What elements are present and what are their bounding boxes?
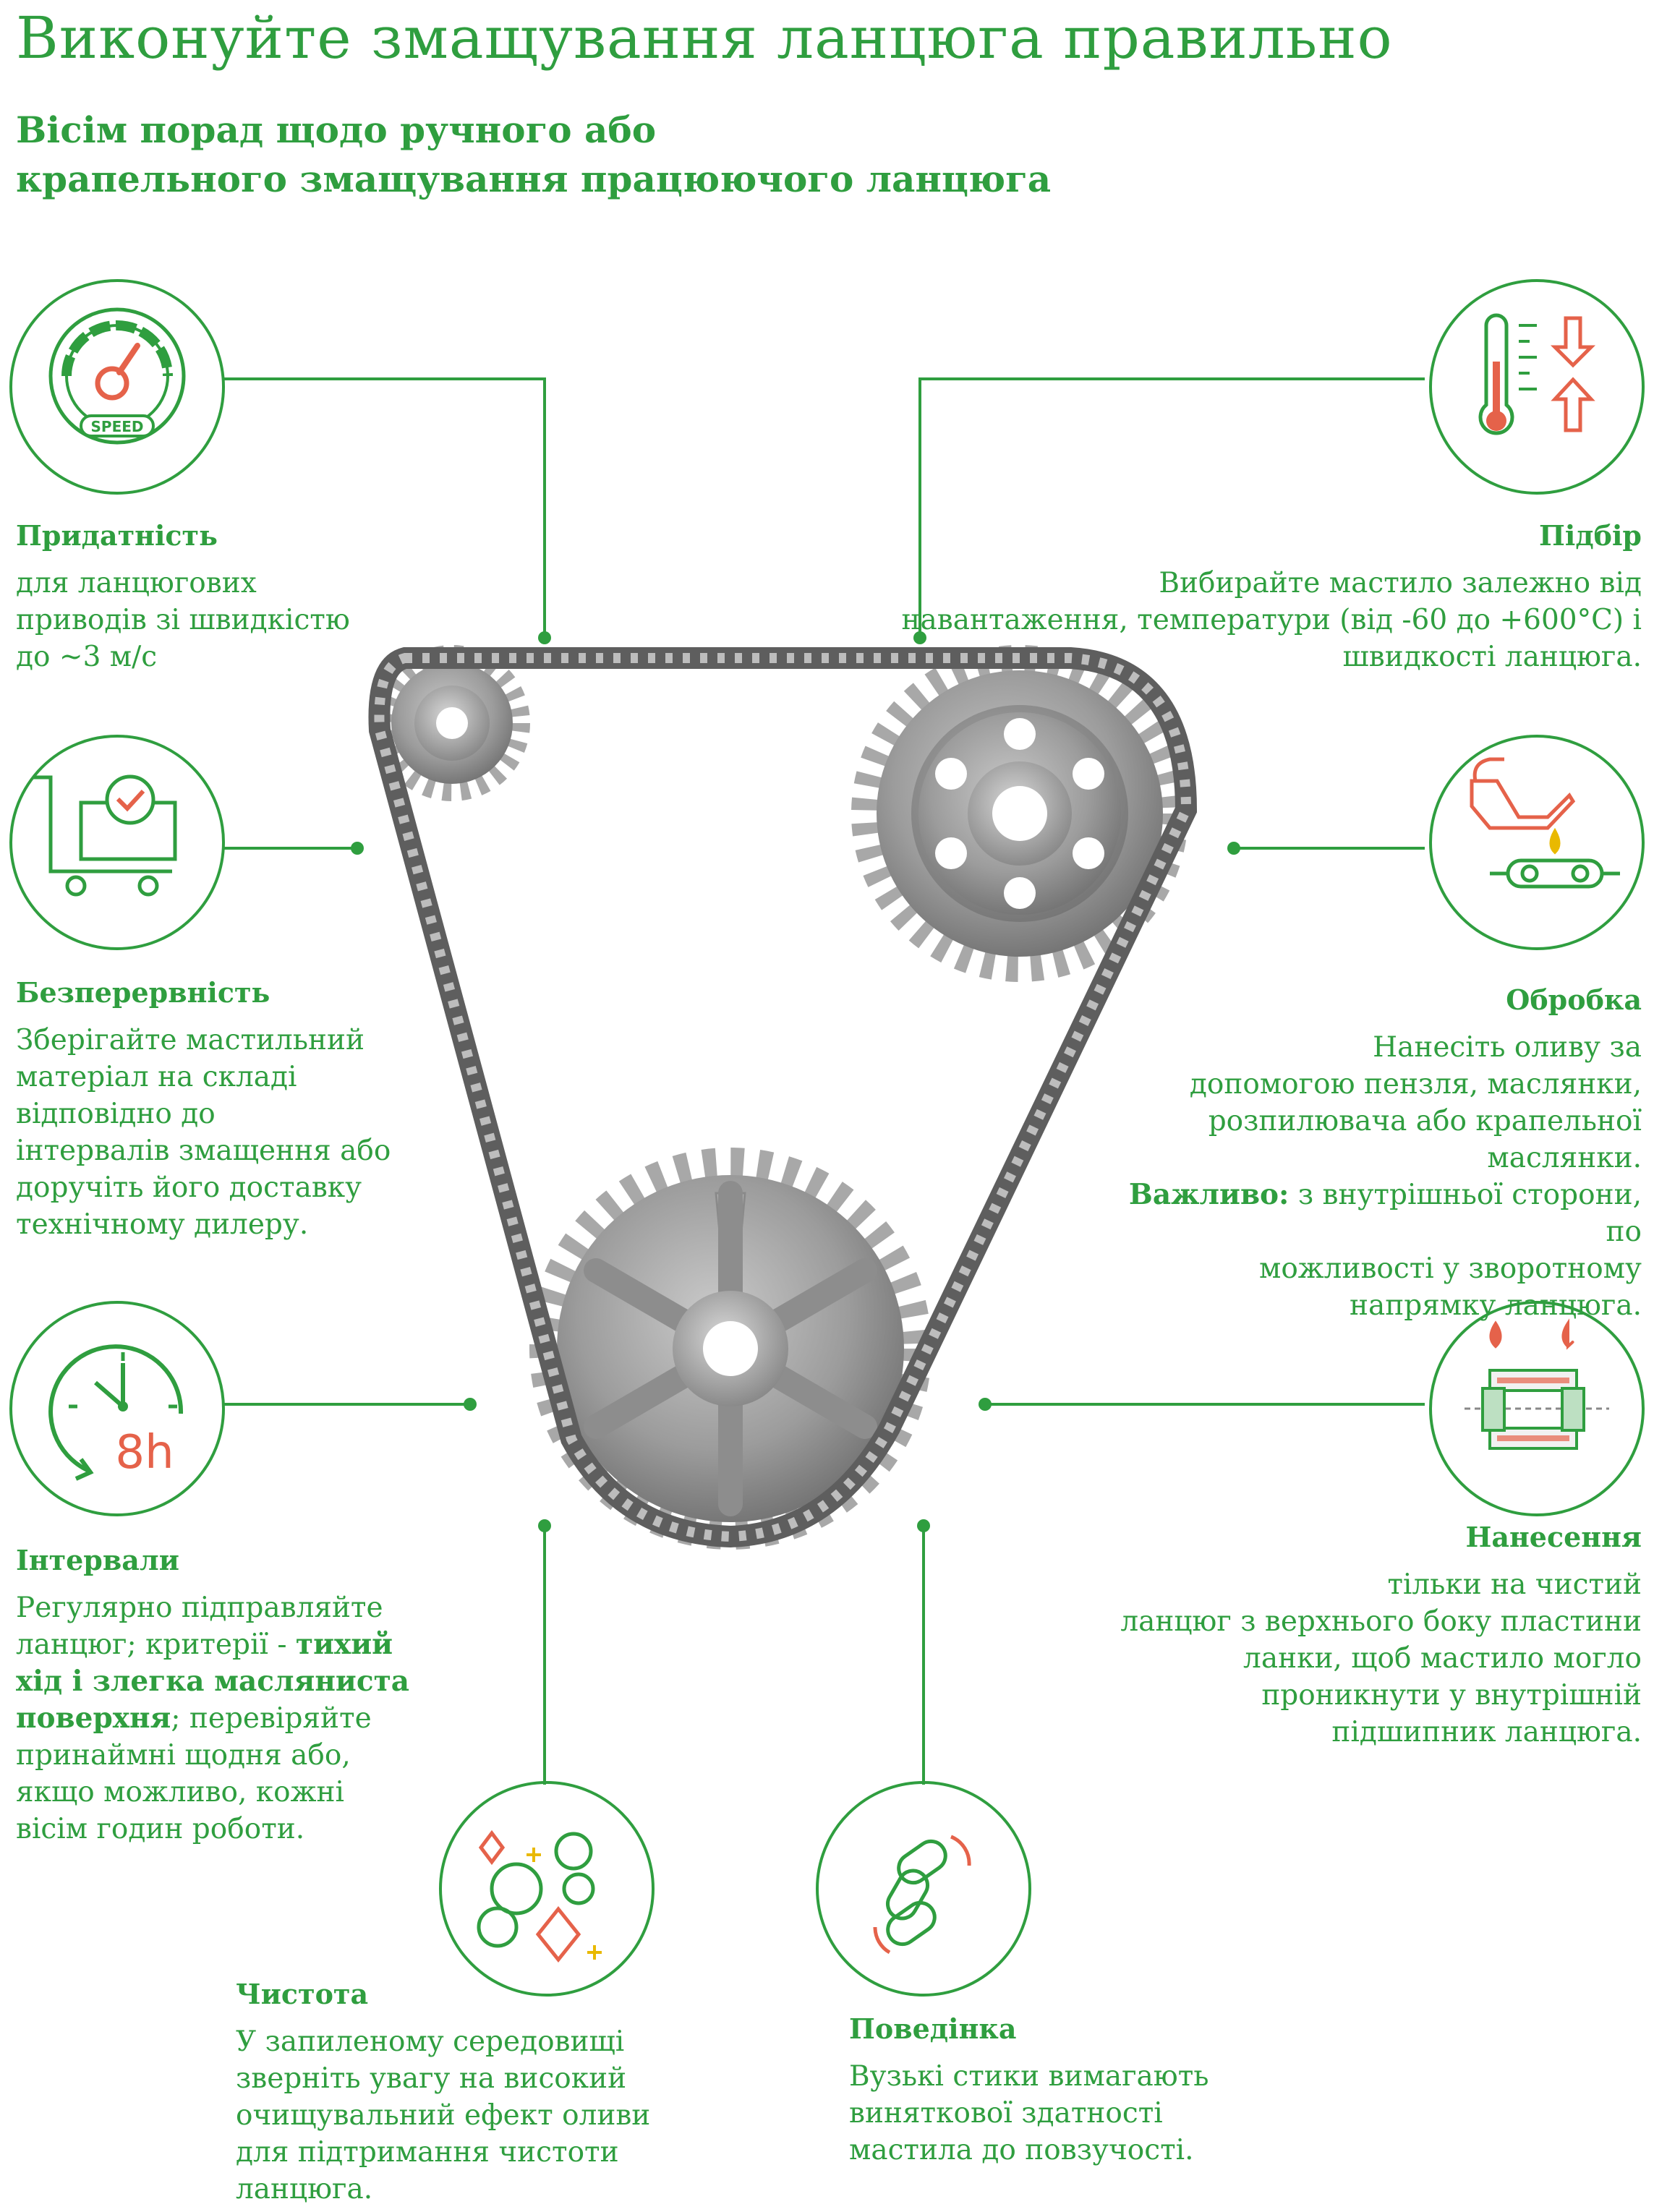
subtitle-line-2: крапельного змащування працюючого ланцюг… (16, 158, 1052, 200)
hours-label: 8h (115, 1426, 174, 1479)
tip-cleanliness: Чистота У запиленому середовищі зверніть… (236, 1978, 699, 2208)
leader-selection (918, 377, 1425, 638)
cart-check-icon (33, 774, 177, 897)
chain-links-icon (873, 1835, 971, 1955)
leader-lines (224, 377, 1425, 1785)
page-title: Виконуйте змащування ланцюга правильно (16, 4, 1393, 72)
tip-text: тільки на чистий ланцюг з верхнього боку… (1120, 1568, 1642, 1748)
tip-heading: Обробка (1506, 983, 1642, 1016)
roller-chain (368, 647, 1198, 1548)
icon-circles (9, 279, 1645, 1997)
clock-8h-icon: 8h (48, 1344, 184, 1481)
leader-dots (351, 631, 1240, 1532)
thermometer-arrows-icon (1478, 313, 1596, 435)
tip-text: Вузькі стики вимагають виняткової здатно… (849, 2060, 1209, 2166)
page-subtitle: Вісім порад щодо ручного або крапельного… (16, 106, 1051, 204)
leader-suitability (224, 377, 546, 638)
tip-heading: Підбір (1539, 519, 1642, 552)
tip-heading: Нанесення (1465, 1521, 1642, 1553)
tip-heading: Поведінка (849, 2012, 1017, 2045)
tip-suitability: Придатність для ланцюгових приводів зі ш… (16, 519, 421, 675)
gear-left (374, 645, 530, 801)
tip-text: Вибирайте мастило залежно від навантажен… (901, 567, 1642, 673)
tip-behavior: Поведінка Вузькі стики вимагають винятко… (849, 2012, 1312, 2169)
important-label: Важливо: (1128, 1178, 1289, 1211)
tip-heading: Придатність (16, 519, 218, 552)
tip-text: для ланцюгових приводів зі швидкістю до … (16, 567, 350, 673)
sparkle-bubbles-icon (477, 1829, 602, 1963)
tip-continuity: Безперервність Зберігайте мастильний мат… (16, 976, 435, 1243)
oilcan-chain-icon (1470, 757, 1620, 889)
subtitle-line-1: Вісім порад щодо ручного або (16, 108, 657, 151)
tip-text: Зберігайте мастильний матеріал на складі… (16, 1024, 391, 1241)
speedometer-icon: SPEED (48, 307, 186, 445)
tip-text: Регулярно підправляйте ланцюг; критерії … (16, 1592, 410, 1845)
tip-selection: Підбір Вибирайте мастило залежно від нав… (868, 519, 1642, 675)
tip-processing: Обробка Нанесіть оливу за допомогою пенз… (1085, 983, 1642, 1324)
tip-heading: Чистота (236, 1978, 369, 2010)
tip-application: Нанесення тільки на чистий ланцюг з верх… (1041, 1521, 1642, 1751)
tip-heading: Безперервність (16, 976, 270, 1009)
speed-label: SPEED (91, 418, 144, 435)
tip-heading: Інтервали (16, 1544, 179, 1576)
tip-intervals: Інтервали Регулярно підправляйте ланцюг;… (16, 1544, 450, 1848)
tip-text: У запиленому середовищі зверніть увагу н… (236, 2025, 651, 2205)
chain-drops-icon (1465, 1318, 1609, 1450)
tip-text: Нанесіть оливу за допомогою пензля, масл… (1128, 1031, 1642, 1322)
